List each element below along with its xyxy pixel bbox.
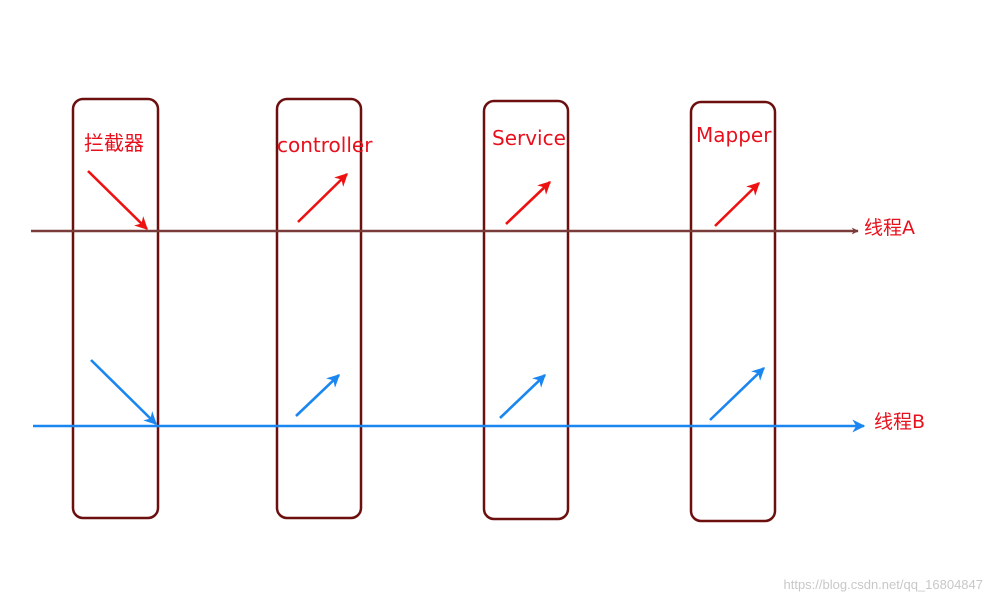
thread-a-arrow-service: [505, 181, 551, 225]
thread-b-arrow-interceptor: [90, 359, 157, 425]
thread-b-label: 线程B: [874, 411, 925, 433]
thread-a-arrow-mapper: [714, 182, 760, 227]
thread-b-arrow-service: [499, 374, 546, 419]
thread-a-arrow-interceptor: [87, 170, 148, 230]
thread-b-arrow-mapper: [709, 367, 765, 421]
layer-label-service: Service: [492, 126, 566, 150]
thread-a-arrow-controller: [297, 173, 348, 223]
layer-label-mapper: Mapper: [696, 123, 772, 147]
layer-label-controller: controller: [277, 133, 373, 157]
layer-box-service: [482, 99, 570, 521]
layer-box-controller: [275, 97, 363, 520]
layer-box-mapper: [689, 100, 777, 523]
watermark-url: https://blog.csdn.net/qq_16804847: [783, 577, 984, 592]
layer-box-interceptor: [71, 97, 160, 520]
thread-a-label: 线程A: [864, 217, 915, 239]
thread-b-arrow-controller: [295, 374, 340, 417]
layer-label-interceptor: 拦截器: [84, 131, 144, 155]
